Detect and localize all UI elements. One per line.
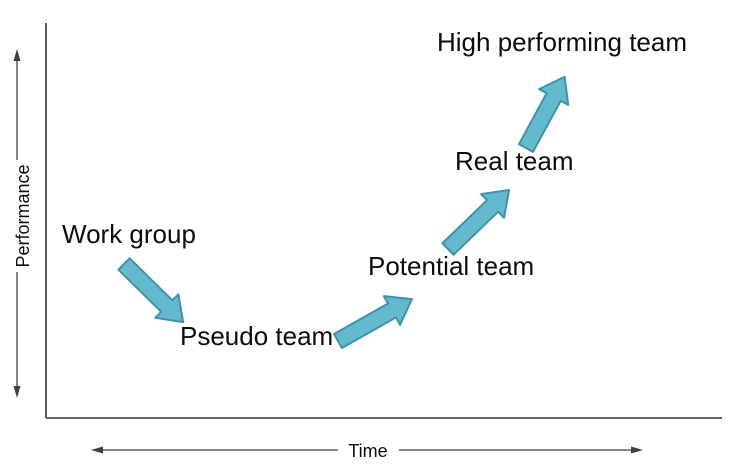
transition-arrow-potential-to-real [441,188,511,256]
time-axis-arrow [91,446,643,454]
up-right-arrow-icon [441,188,511,256]
y-axis-label: Performance [13,164,33,268]
performance-axis-arrow [13,49,21,398]
arrow-left-icon [91,446,103,454]
stage-label-pseudo-team: Pseudo team [180,321,334,351]
arrow-down-icon [13,386,21,398]
axes [45,23,722,419]
stage-label-high-performing-team: High performing team [437,27,687,57]
arrow-right-icon [631,446,643,454]
stage-label-real-team: Real team [455,146,574,176]
stage-label-potential-team: Potential team [368,251,535,281]
transition-arrow-real-to-highperforming [517,75,570,153]
up-right-arrow-icon [517,75,570,153]
up-right-arrow-icon [333,295,413,349]
transition-arrow-pseudo-to-potential [333,295,413,349]
x-axis-label: Time [348,441,388,461]
transition-arrow-workgroup-to-pseudo [117,257,185,324]
stage-label-work-group: Work group [62,219,196,249]
down-right-arrow-icon [117,257,185,324]
arrow-up-icon [13,49,21,61]
